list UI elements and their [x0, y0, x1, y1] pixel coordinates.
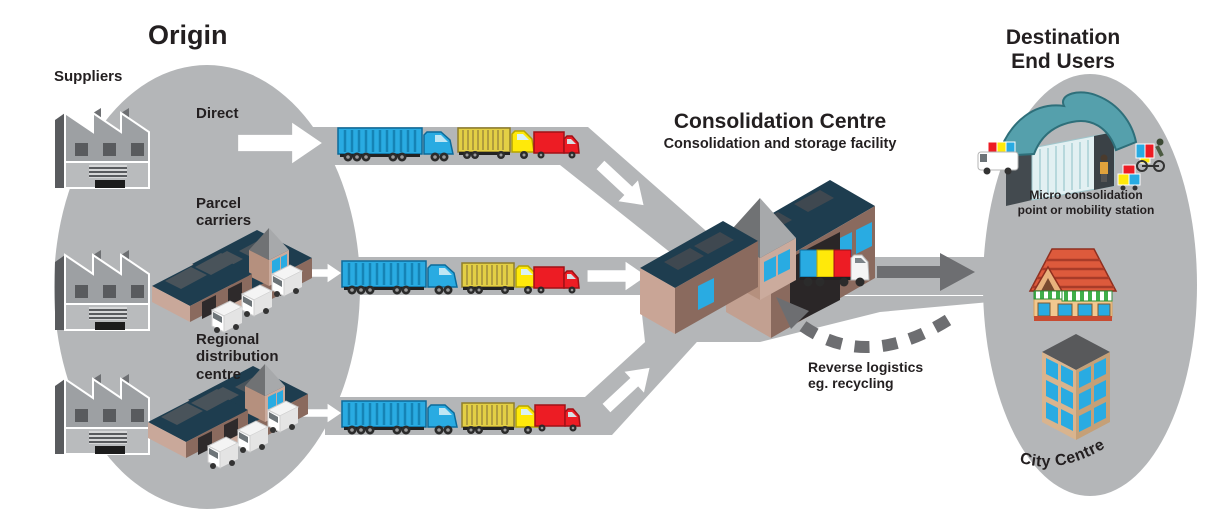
outbound-arrow-icon	[877, 253, 975, 291]
parcel-trolley-icon	[1117, 164, 1141, 191]
consolidation-centre-subtitle: Consolidation and storage facility	[663, 136, 897, 152]
destination-title: Destination End Users	[1005, 26, 1121, 73]
reverse-logistics-arrow-icon	[776, 297, 952, 354]
shop-icon	[1028, 248, 1118, 321]
suppliers-label: Suppliers	[54, 68, 123, 85]
cargo-bike-icon	[1135, 138, 1165, 172]
micro-consolidation-label: Micro consolidation point or mobility st…	[1017, 188, 1155, 217]
articulated-lorry-icon	[340, 259, 459, 296]
office-building-icon	[1042, 334, 1110, 440]
rigid-truck-icon	[457, 127, 535, 160]
route-direct-label: Direct	[196, 105, 239, 122]
consolidation-centre-title: Consolidation Centre	[673, 110, 887, 133]
articulated-lorry-icon	[340, 399, 459, 436]
articulated-lorry-icon	[336, 126, 455, 163]
origin-title: Origin	[148, 20, 228, 50]
road-direct	[298, 127, 730, 276]
mixed-load-truck-icon	[799, 249, 870, 287]
rigid-truck-icon	[461, 402, 539, 435]
route-regional-label: Regional distribution centre	[196, 331, 279, 383]
route-parcel-label: Parcel carriers	[196, 195, 252, 230]
rigid-truck-icon	[461, 262, 539, 295]
micro-hub-icon	[996, 91, 1138, 206]
delivery-van-icon	[977, 141, 1019, 175]
reverse-logistics-label: Reverse logistics eg. recycling	[808, 359, 924, 392]
